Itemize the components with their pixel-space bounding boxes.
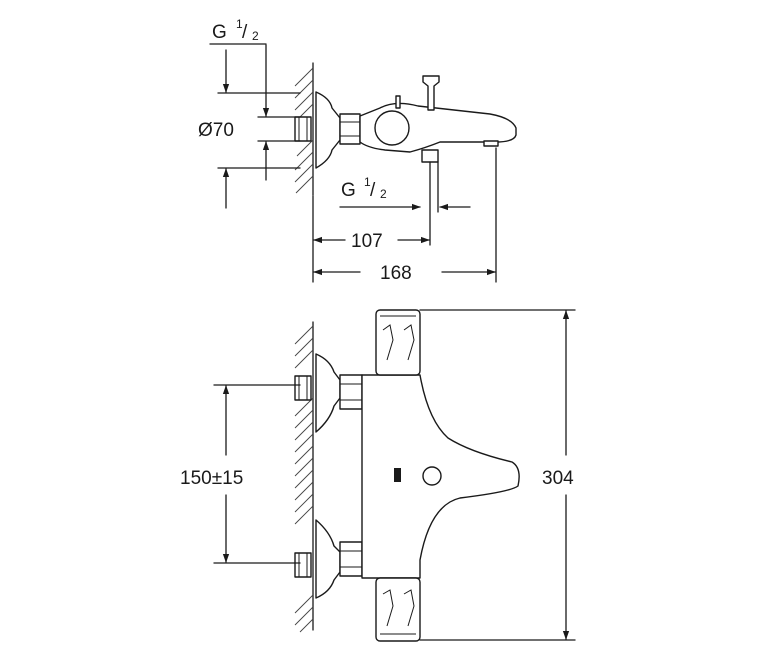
side-inlet-nipple bbox=[294, 116, 312, 142]
dim-spacing-label: 150±15 bbox=[180, 468, 243, 489]
front-upper-escutcheon bbox=[315, 353, 341, 433]
svg-text:2: 2 bbox=[380, 187, 387, 201]
side-escutcheon bbox=[315, 91, 341, 169]
front-wall-hatch bbox=[294, 321, 314, 633]
front-diverter-button bbox=[422, 466, 442, 486]
front-lower-nipple bbox=[294, 552, 312, 578]
thread-label-top: G 1 / 2 bbox=[212, 17, 259, 43]
side-view: G 1 / 2 Ø70 G 1 / 2 107 168 bbox=[198, 17, 517, 284]
side-lower-outlet bbox=[421, 149, 439, 163]
dim-height-label: 304 bbox=[542, 468, 574, 489]
side-nut bbox=[339, 113, 361, 145]
svg-text:G: G bbox=[212, 22, 227, 43]
svg-text:/: / bbox=[370, 180, 376, 201]
front-upper-nipple bbox=[294, 375, 312, 401]
front-indicator-mark bbox=[394, 468, 401, 482]
front-view: 150±15 304 bbox=[180, 309, 576, 642]
side-top-pin bbox=[395, 95, 401, 109]
diameter-label: Ø70 bbox=[198, 120, 234, 141]
svg-text:/: / bbox=[242, 22, 248, 43]
front-upper-nut bbox=[339, 374, 363, 410]
svg-text:1: 1 bbox=[364, 175, 371, 189]
dim-168-label: 168 bbox=[380, 263, 412, 284]
side-control-knob bbox=[374, 110, 410, 146]
svg-text:1: 1 bbox=[236, 17, 243, 31]
side-wall-hatch bbox=[294, 62, 314, 196]
dim-107-label: 107 bbox=[351, 231, 383, 252]
side-aerator bbox=[483, 140, 499, 147]
svg-text:G: G bbox=[341, 180, 356, 201]
thread-label-outlet: G 1 / 2 bbox=[341, 175, 387, 201]
front-lower-nut bbox=[339, 541, 363, 577]
front-lower-escutcheon bbox=[315, 519, 341, 599]
svg-text:2: 2 bbox=[252, 29, 259, 43]
side-diverter-knob bbox=[422, 75, 440, 111]
